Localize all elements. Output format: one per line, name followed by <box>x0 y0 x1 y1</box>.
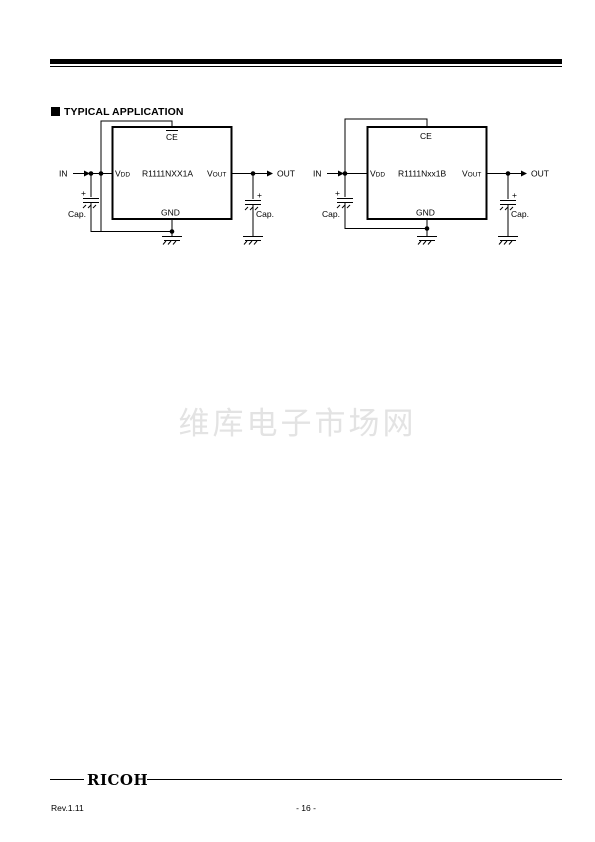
ricoh-logo: RICOH <box>87 771 149 789</box>
circuit-a-labels: IN VDD R1111NXX1A VOUT CE GND OUT + Cap.… <box>59 132 295 219</box>
bullet-square-icon <box>51 107 60 116</box>
in-label-b: IN <box>313 169 322 179</box>
ic-name-b: R1111Nxx1B <box>398 169 447 179</box>
plus-out-a: + <box>257 190 262 200</box>
plus-in-a: + <box>81 188 86 198</box>
page-number: - 16 - <box>296 803 316 813</box>
cap-out-label-b: Cap. <box>511 209 529 219</box>
footer-rule <box>147 779 562 780</box>
out-label-b: OUT <box>531 169 549 179</box>
plus-in-b: + <box>335 188 340 198</box>
section-heading-text: TYPICAL APPLICATION <box>64 106 184 118</box>
vdd-label-a: VDD <box>115 169 130 179</box>
section-heading: TYPICAL APPLICATION <box>51 106 184 118</box>
header-rule-thin <box>50 66 562 67</box>
cap-in-label-a: Cap. <box>68 209 86 219</box>
circuit-a <box>73 120 273 245</box>
in-label-a: IN <box>59 169 68 179</box>
ce-label-a: CE <box>166 132 178 142</box>
out-label-a: OUT <box>277 169 295 179</box>
watermark-text: 维库电子市场网 <box>178 406 417 442</box>
plus-out-b: + <box>512 190 517 200</box>
header-rule-thick <box>50 59 562 64</box>
gnd-label-b: GND <box>416 208 435 218</box>
vout-label-b: VOUT <box>462 169 481 179</box>
ce-label-b: CE <box>420 131 432 141</box>
vout-label-a: VOUT <box>207 169 226 179</box>
ic-name-a: R1111NXX1A <box>142 169 193 179</box>
circuit-b <box>327 118 527 245</box>
gnd-label-a: GND <box>161 208 180 218</box>
circuit-b-labels: IN VDD R1111Nxx1B VOUT CE GND OUT + Cap.… <box>313 131 549 219</box>
cap-out-label-a: Cap. <box>256 209 274 219</box>
vdd-label-b: VDD <box>370 169 385 179</box>
footer-rule-left <box>50 779 84 780</box>
cap-in-label-b: Cap. <box>322 209 340 219</box>
revision-label: Rev.1.11 <box>51 803 84 813</box>
